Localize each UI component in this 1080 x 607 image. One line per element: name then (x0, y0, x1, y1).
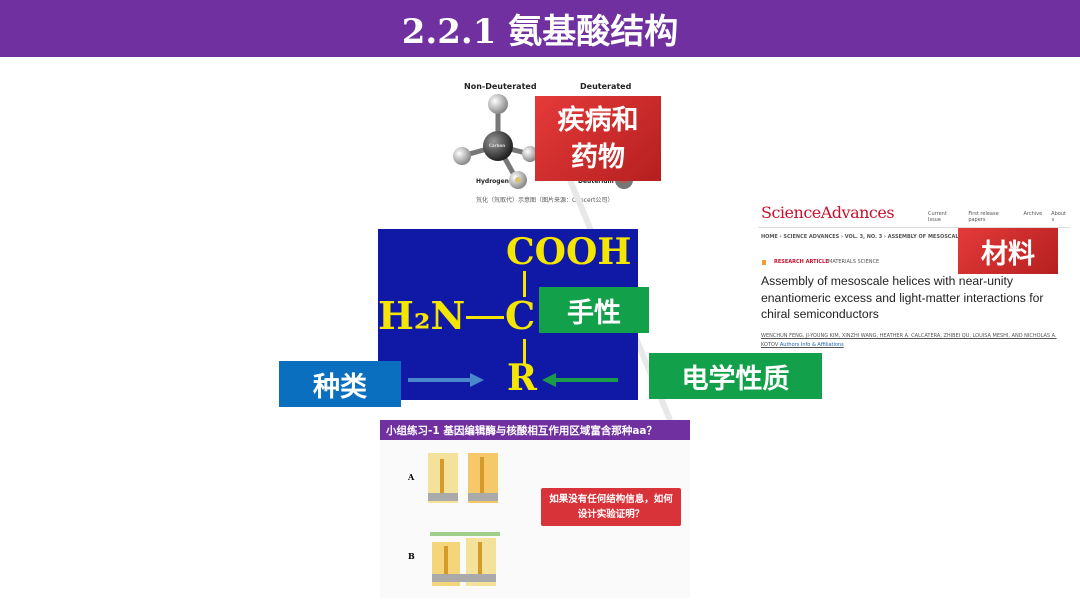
electronic-property-text: 电学性质 (681, 363, 790, 395)
carbon-label: Carbon (489, 143, 506, 148)
amino-group: H₂N (378, 293, 466, 338)
material-label: 材料 (958, 228, 1058, 274)
option-b-label: B (408, 551, 415, 561)
material-text: 材料 (981, 238, 1035, 270)
nav-divider (758, 227, 1070, 228)
alpha-carbon: C (505, 293, 536, 338)
authors-info-link[interactable]: Authors Info & Affiliations (779, 342, 844, 348)
lock-icon (762, 260, 766, 265)
nav-about[interactable]: About ∨ (1051, 211, 1066, 223)
non-deuterated-heading: Non-Deuterated (464, 82, 537, 91)
category-text: 种类 (313, 371, 367, 403)
molecule-illustration: Non-Deuterated Deuterated Carbon Hydroge… (452, 78, 652, 208)
article-snippet: ScienceAdvances Current Issue First rele… (758, 203, 1070, 353)
article-headline[interactable]: Assembly of mesoscale helices with near-… (761, 274, 1044, 321)
article-authors: WENCHUN FENG, JI-YOUNG KIM, XINZHI WANG,… (761, 332, 1066, 350)
breadcrumb[interactable]: HOME › SCIENCE ADVANCES › VOL. 3, NO. 3 … (761, 234, 961, 240)
cooh-group: COOH (506, 231, 632, 273)
page-title: 2.2.1 氨基酸结构 (401, 12, 679, 52)
article-section: MATERIALS SCIENCE (828, 259, 880, 265)
deuterated-heading: Deuterated (580, 82, 632, 91)
authors-list[interactable]: WENCHUN FENG, JI-YOUNG KIM, XINZHI WANG,… (761, 333, 1057, 348)
disease-drug-text: 疾病和药物 (557, 104, 639, 173)
hydrogen-label: Hydrogen (476, 178, 509, 185)
bond-top (523, 271, 526, 297)
question-text: 如果没有任何结构信息，如何设计实验证明？ (549, 494, 673, 520)
electronic-property-label: 电学性质 (649, 353, 822, 399)
option-a-label: A (408, 472, 415, 482)
methane-model-icon (453, 94, 633, 189)
nav-current-issue[interactable]: Current Issue (928, 211, 947, 223)
exercise-header-text: 小组练习-1 基因编辑酶与核酸相互作用区域富含那种aa？ (386, 424, 657, 437)
nav-archive[interactable]: Archive (1023, 211, 1043, 217)
journal-logo: ScienceAdvances (761, 203, 895, 222)
molecule-caption: 氘化（氘取代）示意图（图片来源：Concert公司） (476, 197, 614, 204)
nav-first-release[interactable]: First release papers (968, 211, 999, 223)
chirality-label: 手性 (539, 287, 649, 333)
article-nav: Current Issue First release papers Archi… (928, 211, 1070, 223)
deuterium-label: Deuterium (578, 178, 614, 185)
chirality-text: 手性 (567, 297, 621, 329)
category-label: 种类 (279, 361, 401, 407)
exercise-header: 小组练习-1 基因编辑酶与核酸相互作用区域富含那种aa？ (380, 420, 690, 440)
title-bar: 2.2.1 氨基酸结构 (0, 0, 1080, 57)
option-a-figure (428, 453, 538, 509)
article-type: RESEARCH ARTICLE (774, 259, 829, 265)
r-group: R (507, 357, 537, 399)
arrow-left-icon (542, 373, 618, 387)
disease-drug-label: 疾病和药物 (535, 96, 661, 181)
bond-bottom (523, 339, 526, 365)
arrow-right-icon (408, 373, 484, 387)
exercise-snippet: 小组练习-1 基因编辑酶与核酸相互作用区域富含那种aa？ A B 如果没有任何结… (380, 420, 690, 598)
question-box: 如果没有任何结构信息，如何设计实验证明？ (541, 488, 681, 526)
bond-left (466, 316, 504, 319)
option-b-figure (430, 532, 502, 592)
